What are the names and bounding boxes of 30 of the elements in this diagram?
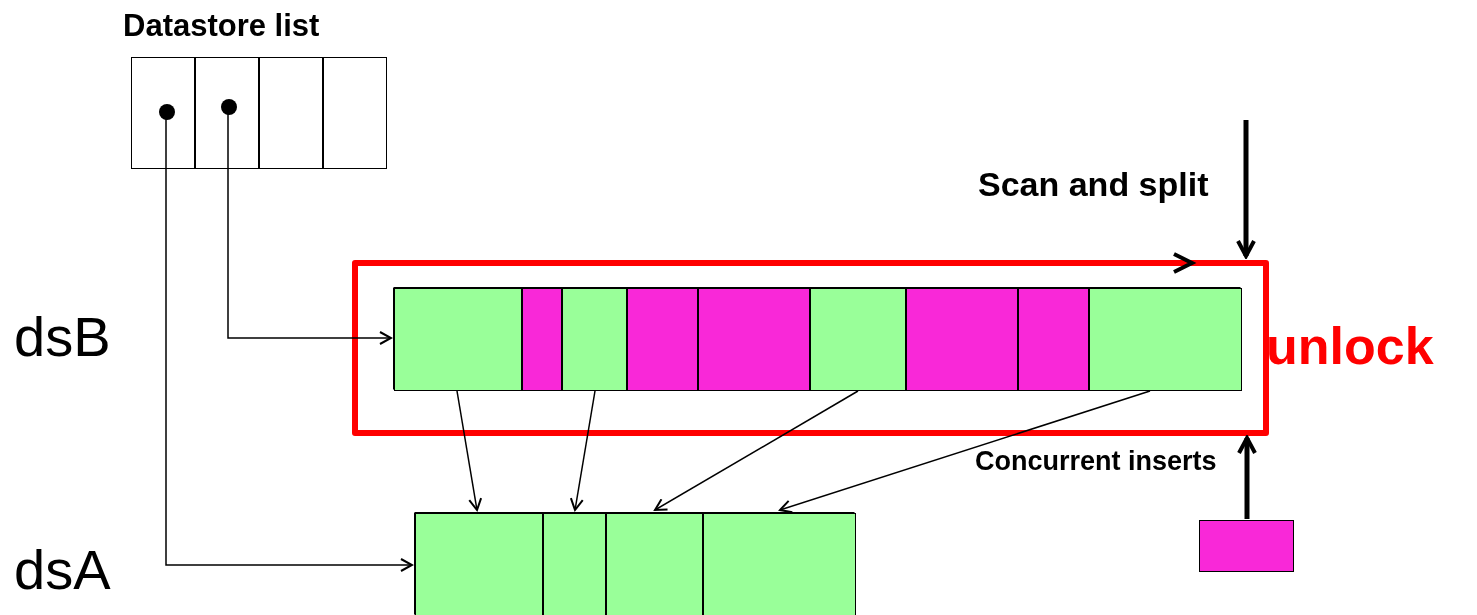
memory-cell [810, 288, 906, 391]
memory-cell [906, 288, 1018, 391]
list-slot [131, 57, 195, 169]
memory-cell [703, 513, 856, 615]
memory-cell [627, 288, 698, 391]
pointer-arrow [456, 390, 483, 511]
list-slot [195, 57, 259, 169]
memory-cell [522, 288, 562, 391]
pointer-arrow [569, 390, 596, 511]
datastore-name: dsB [14, 309, 111, 365]
datastore-name: dsA [14, 542, 111, 598]
memory-cell [698, 288, 810, 391]
pointer-arrow [654, 390, 859, 511]
list-slot [323, 57, 387, 169]
memory-cell [562, 288, 627, 391]
memory-cell [415, 513, 543, 615]
memory-cell [1018, 288, 1089, 391]
datastore-array [414, 512, 855, 615]
pointer-arrow [779, 390, 1151, 514]
memory-cell [394, 288, 522, 391]
flow-arrow [1236, 120, 1256, 258]
flow-arrow [1237, 436, 1257, 519]
insert-block [1199, 520, 1294, 572]
memory-cell [606, 513, 703, 615]
memory-cell [543, 513, 606, 615]
list-heading: Datastore list [123, 10, 320, 41]
datastore-array [393, 287, 1241, 390]
list-slot [259, 57, 323, 169]
memory-cell [1089, 288, 1242, 391]
lock-label: unlock [1266, 320, 1434, 372]
